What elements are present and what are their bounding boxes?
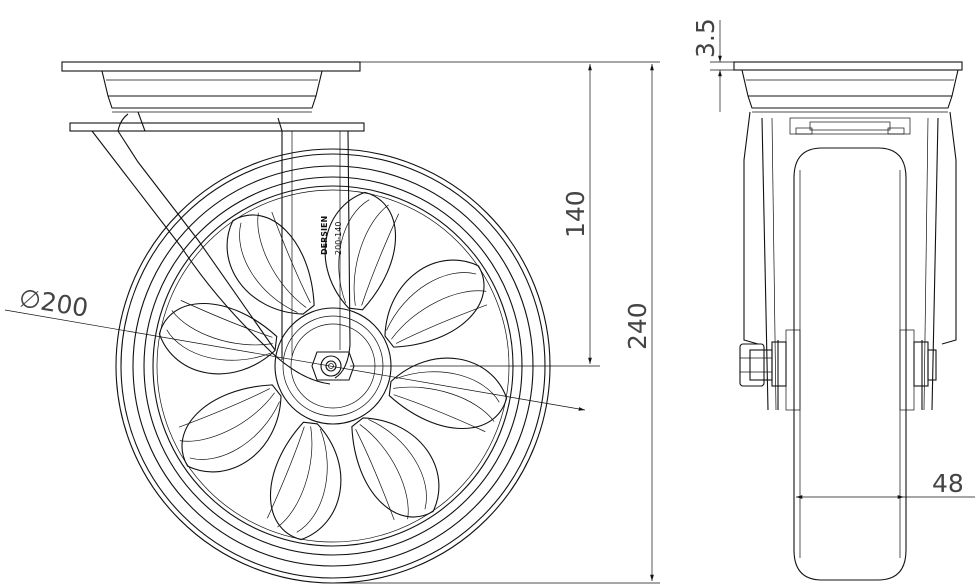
petal-outline bbox=[351, 417, 440, 518]
petal-outline bbox=[226, 214, 315, 315]
petal-groove bbox=[267, 426, 305, 519]
spoke-petal bbox=[158, 300, 278, 375]
side-top-plate bbox=[733, 61, 963, 71]
spoke-petal bbox=[267, 421, 342, 541]
petal-groove bbox=[178, 388, 270, 428]
swivel-height-value: 140 bbox=[561, 190, 590, 238]
fork-bracket bbox=[91, 111, 351, 385]
wheel-spokes bbox=[158, 191, 508, 541]
petal-groove bbox=[257, 212, 307, 308]
petal-groove bbox=[396, 304, 488, 344]
axle-nut bbox=[311, 351, 355, 381]
petal-groove bbox=[359, 424, 409, 520]
plate-thickness-value: 3.5 bbox=[691, 18, 720, 58]
petal-groove bbox=[171, 310, 273, 346]
side-view: 3.5 48 bbox=[691, 18, 975, 581]
wheel-width-value: 48 bbox=[932, 469, 964, 498]
petal-outline bbox=[384, 259, 485, 348]
side-axle bbox=[739, 341, 937, 387]
spoke-petal bbox=[388, 357, 508, 432]
petal-groove bbox=[386, 272, 477, 331]
petal-groove bbox=[361, 213, 399, 306]
petal-groove bbox=[338, 199, 370, 304]
spoke-petal bbox=[178, 384, 282, 473]
top-plate bbox=[61, 61, 365, 132]
swivel-height-dimension: 140 bbox=[561, 64, 592, 364]
petal-groove bbox=[353, 204, 389, 306]
petal-groove bbox=[179, 392, 275, 442]
total-height-dimension: 240 bbox=[623, 64, 654, 581]
side-wheel bbox=[793, 147, 907, 581]
petal-groove bbox=[393, 386, 495, 422]
petal-groove bbox=[189, 401, 280, 460]
spoke-petal bbox=[226, 211, 315, 315]
petal-groove bbox=[277, 426, 313, 528]
wheel-width-dimension: 48 bbox=[796, 469, 975, 499]
petal-outline bbox=[270, 421, 342, 541]
petal-outline bbox=[181, 384, 282, 473]
petal-groove bbox=[368, 419, 427, 510]
petal-outline bbox=[324, 191, 396, 311]
petal-outline bbox=[388, 357, 508, 429]
spoke-petal bbox=[324, 191, 399, 311]
petal-groove bbox=[239, 222, 298, 313]
diameter-symbol: ∅ bbox=[17, 283, 43, 315]
bracket-marking: DERSIEN 200-140 bbox=[320, 216, 343, 255]
spoke-petal bbox=[351, 417, 440, 521]
plate-thickness-dimension: 3.5 bbox=[691, 18, 734, 112]
brand-label: DERSIEN bbox=[320, 216, 329, 255]
petal-groove bbox=[271, 211, 311, 303]
front-view: DERSIEN 200-140 ∅200 140 240 bbox=[4, 61, 660, 584]
petal-groove bbox=[393, 394, 486, 432]
petal-groove bbox=[355, 429, 395, 521]
model-label: 200-140 bbox=[334, 222, 343, 255]
svg-text:∅200: ∅200 bbox=[17, 283, 90, 323]
petal-outline bbox=[158, 303, 278, 375]
total-height-value: 240 bbox=[623, 302, 652, 350]
petal-groove bbox=[391, 290, 487, 340]
petal-groove bbox=[296, 428, 328, 533]
spoke-petal bbox=[384, 259, 488, 348]
diameter-dimension: ∅200 bbox=[4, 283, 586, 411]
petal-groove bbox=[166, 329, 271, 361]
petal-groove bbox=[180, 300, 273, 338]
